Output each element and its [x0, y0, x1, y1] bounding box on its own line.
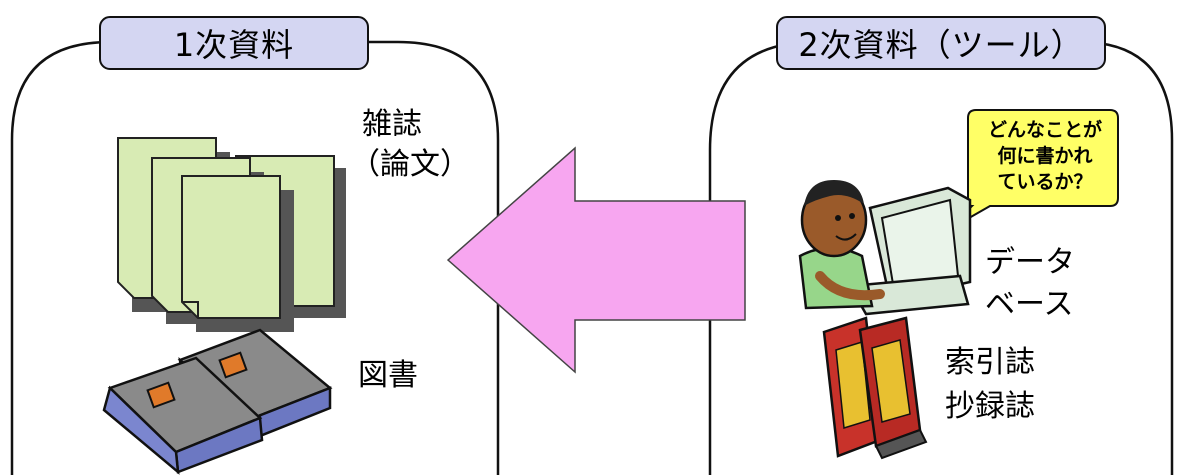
primary-sources-title-text: 1次資料: [173, 26, 295, 64]
index-books-icon: [822, 316, 928, 460]
secondary-sources-title: 2次資料（ツール）: [776, 16, 1106, 70]
secondary-sources-title-text: 2次資料（ツール）: [798, 26, 1084, 64]
bubble-line3: ているか？: [997, 171, 1093, 193]
database-label-line2: ベース: [985, 287, 1074, 322]
flow-arrow: [446, 146, 746, 374]
database-label-line1: データ: [985, 245, 1075, 280]
book-label: 図書: [358, 358, 418, 393]
primary-sources-title: 1次資料: [99, 16, 369, 70]
index-label-line2: 抄録誌: [945, 389, 1035, 424]
bubble-line2: 何に書かれ: [997, 145, 1093, 167]
index-label-line1: 索引誌: [945, 345, 1035, 380]
books-icon: [102, 328, 333, 475]
journal-label-line2: （論文）: [350, 147, 470, 182]
journal-label-line1: 雑誌: [362, 107, 422, 142]
bubble-line1: どんなことが: [987, 119, 1102, 141]
journal-papers-icon: [117, 137, 346, 332]
person-at-computer-icon: [798, 180, 972, 316]
